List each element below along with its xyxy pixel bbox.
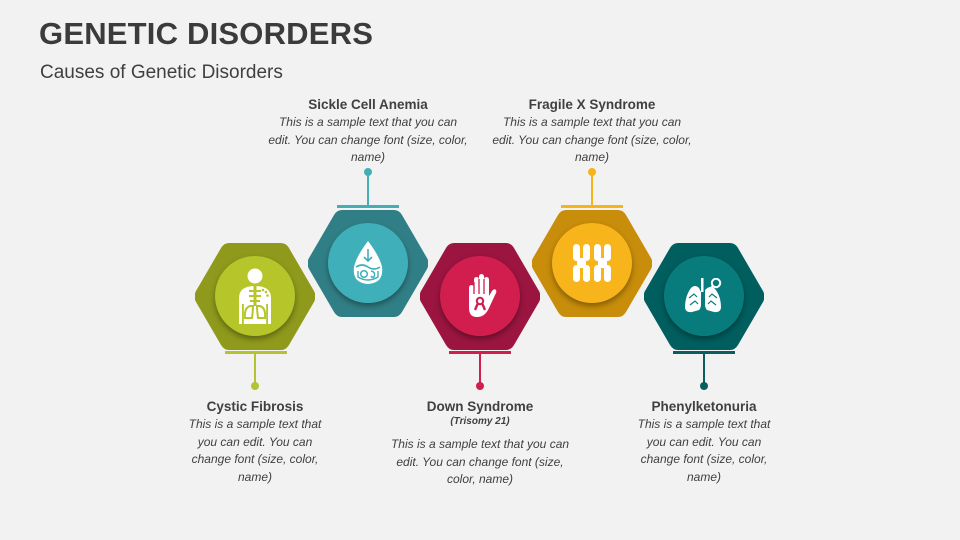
connector-dot xyxy=(476,382,484,390)
connector-line xyxy=(254,353,256,384)
item-description: This is a sample text that you can edit.… xyxy=(492,115,692,164)
hexagon-sickle-cell-anemia xyxy=(308,210,428,317)
item-description: This is a sample text that you can edit.… xyxy=(188,417,322,484)
icon-circle xyxy=(215,256,295,336)
connector-dot xyxy=(700,382,708,390)
connector-line xyxy=(479,353,481,384)
hexagon-phenylketonuria xyxy=(644,243,764,350)
hexagon-cystic-fibrosis xyxy=(195,243,315,350)
lungs-magnifier-icon xyxy=(685,278,722,313)
item-title: Down Syndrome xyxy=(426,399,534,414)
hand-ribbon-icon xyxy=(469,274,497,317)
item-title: Fragile X Syndrome xyxy=(528,97,656,112)
item-subtitle: (Trisomy 21) xyxy=(450,416,510,427)
hexagon-down-syndrome xyxy=(420,243,540,350)
connector-bar xyxy=(337,205,399,208)
page-title: GENETIC DISORDERS xyxy=(39,16,374,51)
label-down-syndrome: Down Syndrome (Trisomy 21) This is a sam… xyxy=(385,398,575,489)
connector-bar xyxy=(449,351,511,354)
icon-circle xyxy=(328,223,408,303)
item-title: Phenylketonuria xyxy=(651,399,757,414)
label-cystic-fibrosis: Cystic Fibrosis This is a sample text th… xyxy=(185,398,325,486)
chromosome-xx-icon xyxy=(573,244,611,282)
label-sickle-cell-anemia: Sickle Cell Anemia This is a sample text… xyxy=(268,96,468,167)
page-subtitle: Causes of Genetic Disorders xyxy=(40,62,283,83)
connector-bar xyxy=(225,351,287,354)
icon-circle xyxy=(664,256,744,336)
item-description: This is a sample text that you can edit.… xyxy=(637,417,771,484)
connector-bar xyxy=(673,351,735,354)
label-phenylketonuria: Phenylketonuria This is a sample text th… xyxy=(634,398,774,486)
item-description: This is a sample text that you can edit.… xyxy=(268,115,468,164)
connector-line xyxy=(591,172,593,205)
hexagon-fragile-x-syndrome xyxy=(532,210,652,317)
label-fragile-x-syndrome: Fragile X Syndrome This is a sample text… xyxy=(492,96,692,167)
icon-circle xyxy=(552,223,632,303)
blood-drop-icon xyxy=(353,241,383,284)
item-title: Cystic Fibrosis xyxy=(206,399,304,414)
connector-bar xyxy=(561,205,623,208)
icon-circle xyxy=(440,256,520,336)
item-description: This is a sample text that you can edit.… xyxy=(390,437,570,486)
person-lungs-icon xyxy=(239,268,271,324)
connector-dot xyxy=(251,382,259,390)
connector-line xyxy=(703,353,705,384)
item-title: Sickle Cell Anemia xyxy=(308,97,428,112)
connector-line xyxy=(367,172,369,205)
